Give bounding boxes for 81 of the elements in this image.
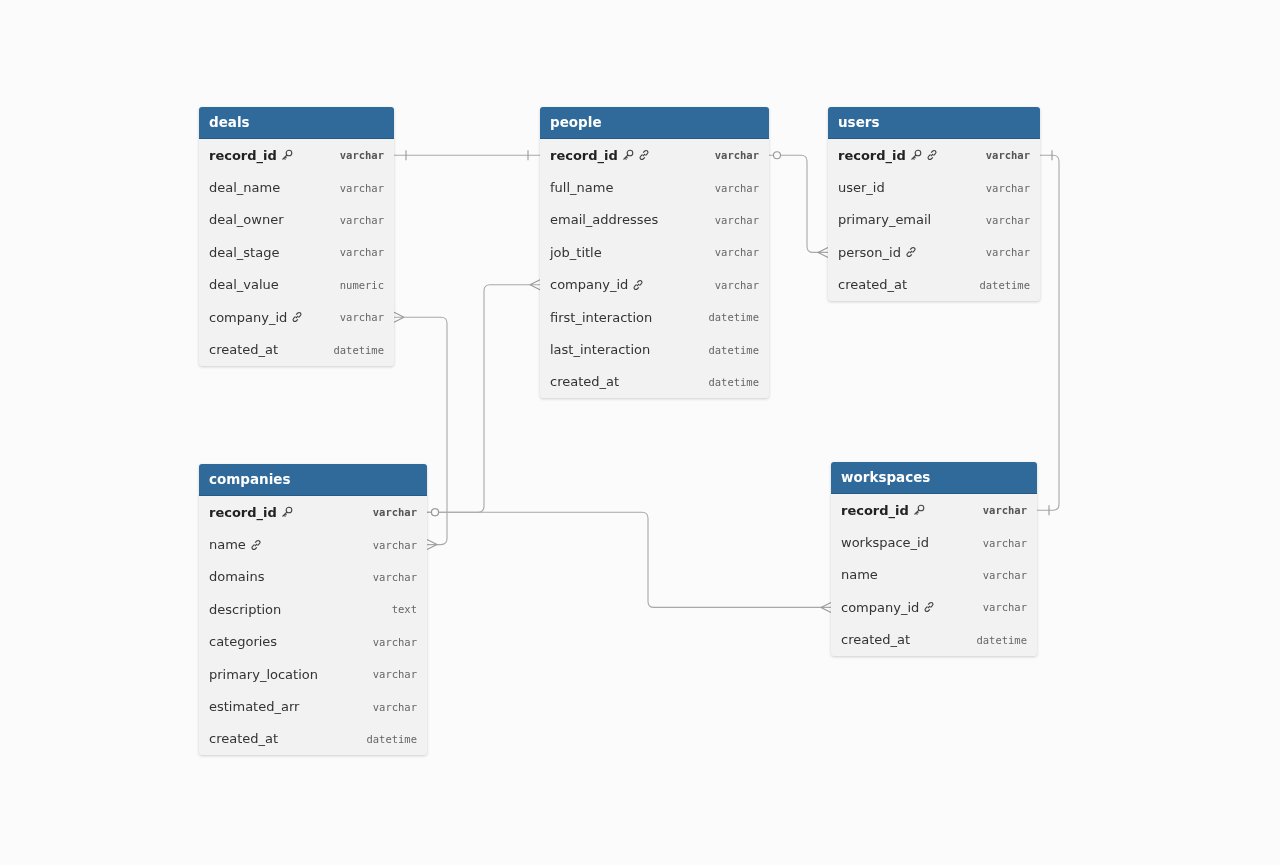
data-type: varchar: [982, 504, 1027, 517]
column-name: estimated_arr: [209, 699, 300, 715]
data-type: varchar: [985, 181, 1030, 194]
table-card: [831, 462, 1037, 656]
data-type: numeric: [339, 278, 384, 291]
table-name: people: [540, 107, 769, 139]
data-type: varchar: [339, 246, 384, 259]
table-name: companies: [199, 464, 427, 496]
column-name: created_at: [209, 342, 279, 358]
data-type: varchar: [982, 601, 1027, 614]
data-type: varchar: [339, 213, 384, 226]
data-type: varchar: [339, 311, 384, 324]
data-type: varchar: [714, 181, 759, 194]
column-name: deal_owner: [209, 212, 284, 228]
relationship-line: [1036, 149, 1060, 516]
data-type: text: [391, 603, 417, 616]
data-type: datetime: [708, 311, 759, 324]
column-name: created_at: [209, 731, 279, 747]
data-type: varchar: [982, 536, 1027, 549]
column-name: user_id: [838, 180, 885, 196]
column-name: categories: [209, 634, 278, 650]
table-name: users: [828, 107, 1040, 139]
table-name: deals: [199, 107, 394, 139]
column-name: job_title: [550, 244, 602, 260]
data-type: varchar: [985, 213, 1030, 226]
data-type: varchar: [714, 213, 759, 226]
column-name: domains: [209, 569, 265, 585]
relationship-line: [393, 149, 541, 161]
column-name: workspace_id: [841, 535, 929, 551]
column-name: created_at: [550, 374, 620, 390]
relationship-line: [768, 151, 829, 258]
table-card: [199, 464, 427, 756]
column-name: company_id: [209, 309, 288, 325]
data-type: datetime: [708, 343, 759, 356]
relationship-line: [426, 508, 832, 613]
data-type: varchar: [714, 278, 759, 291]
data-type: datetime: [979, 278, 1030, 291]
data-type: varchar: [372, 635, 417, 648]
column-name: record_id: [209, 147, 277, 163]
column-name: company_id: [550, 277, 629, 293]
relationship-line: [393, 311, 448, 551]
column-name: name: [209, 537, 246, 553]
column-name: created_at: [841, 632, 911, 648]
column-name: deal_name: [209, 180, 281, 196]
data-type: varchar: [372, 570, 417, 583]
data-type: varchar: [372, 538, 417, 551]
column-name: person_id: [838, 244, 901, 260]
data-type: varchar: [714, 149, 759, 162]
data-type: varchar: [982, 568, 1027, 581]
table-card: [199, 107, 394, 366]
data-type: datetime: [366, 732, 417, 745]
table-name: workspaces: [831, 462, 1037, 494]
column-name: description: [209, 601, 282, 617]
column-name: deal_value: [209, 277, 279, 293]
data-type: varchar: [339, 181, 384, 194]
data-type: varchar: [372, 668, 417, 681]
column-name: deal_stage: [209, 244, 280, 260]
column-name: created_at: [838, 277, 908, 293]
column-name: last_interaction: [550, 342, 651, 358]
data-type: varchar: [985, 149, 1030, 162]
column-name: record_id: [838, 147, 906, 163]
column-name: full_name: [550, 180, 614, 196]
column-name: company_id: [841, 599, 920, 615]
column-name: primary_email: [838, 212, 932, 228]
column-name: primary_location: [209, 666, 318, 682]
column-name: name: [841, 567, 878, 583]
column-name: record_id: [550, 147, 618, 163]
data-type: datetime: [976, 633, 1027, 646]
column-name: email_addresses: [550, 212, 659, 228]
table-card: [828, 107, 1040, 301]
data-type: varchar: [372, 506, 417, 519]
data-type: varchar: [339, 149, 384, 162]
data-type: varchar: [714, 246, 759, 259]
data-type: varchar: [985, 246, 1030, 259]
data-type: datetime: [333, 343, 384, 356]
column-name: first_interaction: [550, 309, 653, 325]
column-name: record_id: [841, 502, 909, 518]
table-card: [540, 107, 769, 399]
data-type: varchar: [372, 700, 417, 713]
column-name: record_id: [209, 504, 277, 520]
data-type: datetime: [708, 375, 759, 388]
